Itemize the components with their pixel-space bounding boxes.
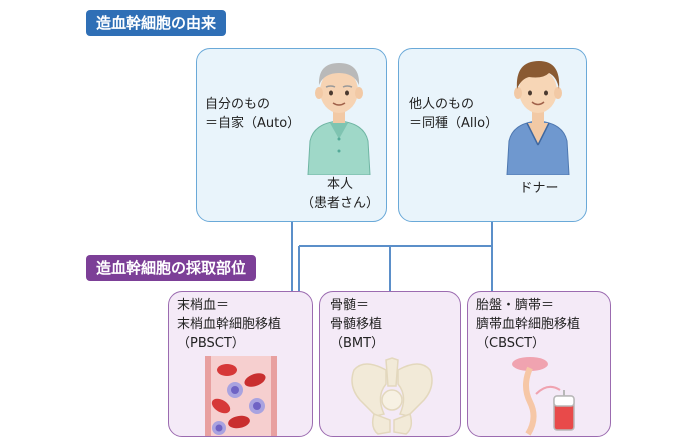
origin-section-label: 造血幹細胞の由来 (86, 10, 227, 36)
other-line2: ＝同種（Allo） (409, 116, 499, 131)
pelvis-bone-illustration (351, 357, 433, 435)
cb-line3: （CBSCT） (476, 336, 546, 351)
pb-line3: （PBSCT） (177, 336, 245, 351)
cord-blood-box: 胎盤・臍帯＝ 臍帯血幹細胞移植 （CBSCT） (467, 291, 611, 437)
bm-line1: 骨髄＝ (330, 298, 370, 313)
pb-line2: 末梢血幹細胞移植 (177, 317, 282, 332)
self-donor-box: 自分のもの ＝自家（Auto） 本人 （患者さん） (196, 48, 387, 222)
other-name-line1: ドナー (519, 181, 559, 196)
pb-line1: 末梢血＝ (177, 298, 230, 313)
bm-line2: 骨髄移植 (330, 317, 383, 332)
umbilical-cord-blood-bag-illustration (512, 357, 575, 436)
blood-cells-illustration (205, 356, 277, 436)
bm-line3: （BMT） (330, 336, 385, 351)
other-line1: 他人のもの (409, 97, 475, 112)
elderly-patient-illustration (307, 63, 371, 175)
cb-line2: 臍帯血幹細胞移植 (476, 317, 581, 332)
self-name-line1: 本人 (326, 177, 353, 192)
other-donor-box: 他人のもの ＝同種（Allo） ドナー (398, 48, 587, 222)
site-section-label: 造血幹細胞の採取部位 (86, 255, 257, 281)
young-donor-illustration (506, 61, 570, 175)
self-line2: ＝自家（Auto） (205, 116, 301, 131)
self-name-line2: （患者さん） (300, 196, 379, 211)
bone-marrow-box: 骨髄＝ 骨髄移植 （BMT） (319, 291, 461, 437)
peripheral-blood-box: 末梢血＝ 末梢血幹細胞移植 （PBSCT） (168, 291, 313, 437)
self-line1: 自分のもの (205, 97, 271, 112)
cb-line1: 胎盤・臍帯＝ (476, 298, 555, 313)
